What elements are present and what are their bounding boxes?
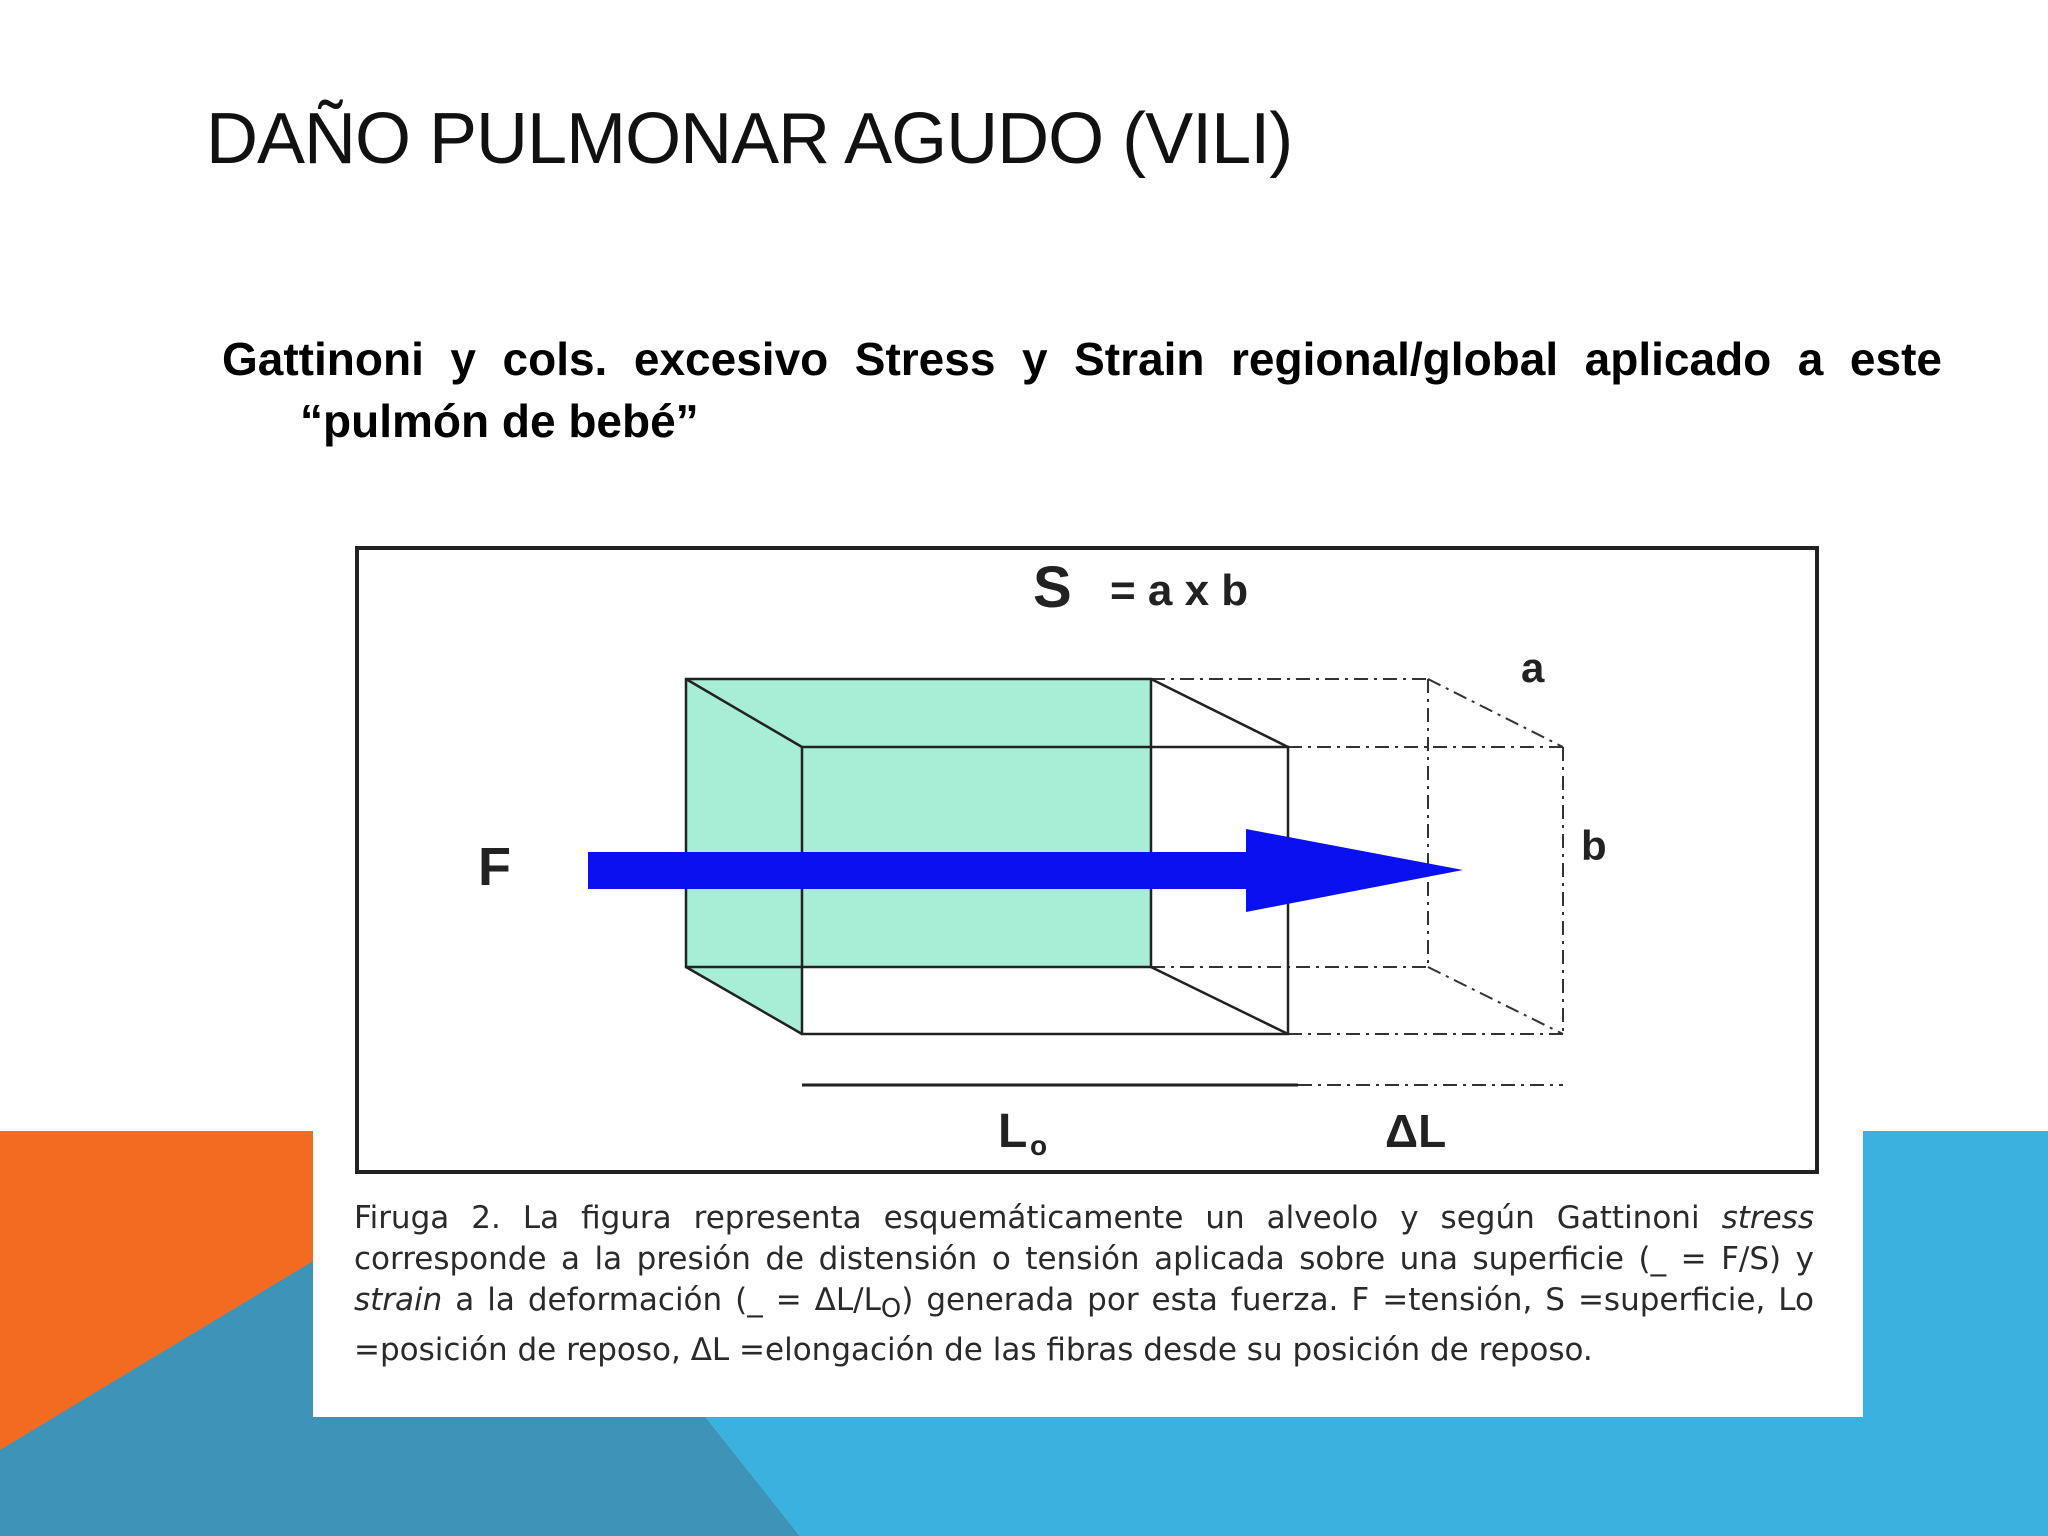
label-delta-l: ΔL xyxy=(1385,1105,1446,1157)
caption-subscript: O xyxy=(880,1294,902,1325)
caption-part-2: corresponde a la presión de distensión o… xyxy=(354,1241,1814,1277)
diagram-frame xyxy=(355,546,1819,1174)
dashed-extension-box xyxy=(1151,678,1564,1035)
blue-corner-shape-bottom xyxy=(700,1410,1860,1536)
formula-equals-a-x-b: = a x b xyxy=(1110,566,1248,615)
blue-corner-shape-right xyxy=(1860,1131,2048,1536)
label-b: b xyxy=(1581,822,1607,869)
caption-part-4: ) generada por esta fuerza. F =tensión, … xyxy=(354,1282,1814,1369)
slide-title: DAÑO PULMONAR AGUDO (VILI) xyxy=(206,99,1293,179)
caption-part-1: Firuga 2. La figura representa esquemáti… xyxy=(354,1200,1722,1236)
caption-part-3: a la deformación (_ = ΔL/L xyxy=(442,1282,881,1318)
label-a: a xyxy=(1521,644,1545,691)
caption-strain-term: strain xyxy=(354,1282,443,1318)
figure-caption: Firuga 2. La figura representa esquemáti… xyxy=(354,1198,1814,1371)
figure-card: S = a x b a b F xyxy=(313,527,1863,1417)
bullet-text: Gattinoni y cols. excesivo Stress y Stra… xyxy=(222,333,1942,447)
label-f: F xyxy=(478,837,511,897)
force-arrow xyxy=(588,829,1463,912)
caption-stress-term: stress xyxy=(1721,1200,1814,1236)
stress-strain-diagram: S = a x b a b F xyxy=(355,546,1819,1174)
label-lo-subscript: o xyxy=(1030,1130,1047,1161)
label-lo: L xyxy=(998,1105,1027,1158)
formula-s: S xyxy=(1033,555,1072,620)
